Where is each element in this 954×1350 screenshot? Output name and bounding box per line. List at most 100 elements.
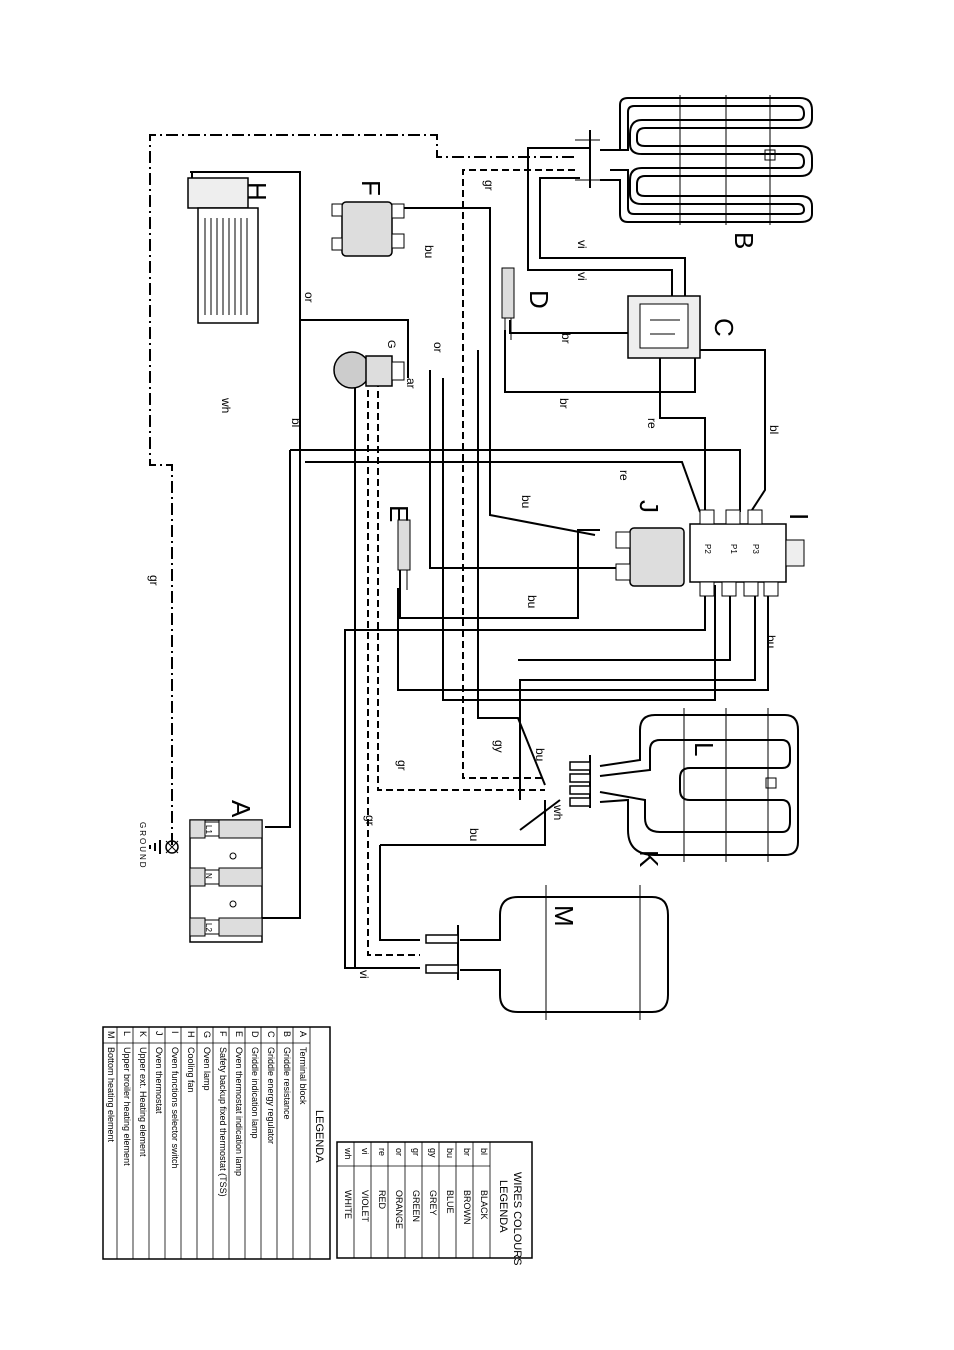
wire-label: ar (404, 378, 418, 389)
legend-code: F (218, 1031, 228, 1037)
legend-title: LEGENDA (313, 1110, 325, 1163)
wire-colour-name: BROWN (462, 1190, 472, 1225)
indication-lamp-D (501, 267, 515, 340)
wire-colours-title-2: LEGENDA (497, 1180, 509, 1233)
upper-heating-elements-KL (569, 708, 799, 862)
legend-code: L (122, 1031, 132, 1036)
switch-P3: P3 (751, 544, 760, 554)
legend-code: D (250, 1031, 260, 1038)
label-E: E (384, 505, 414, 522)
wire-label: re (617, 470, 631, 481)
wire-label: wh (551, 804, 565, 820)
terminal-L1: L1 (204, 825, 213, 834)
wire-label: gr (482, 180, 496, 191)
label-D: D (524, 290, 554, 309)
safety-thermostat-F (331, 201, 405, 257)
legend-text: Griddle resistance (282, 1047, 292, 1120)
legend-text: Griddle energy regulator (266, 1047, 276, 1144)
griddle-resistance-B (575, 95, 813, 225)
label-C: C (709, 318, 739, 337)
component-letters: A B C D E F G H I J K L M (226, 180, 814, 927)
legend-code: G (202, 1031, 212, 1038)
wire-colour-code: or (394, 1148, 404, 1156)
legend-text: Griddle indication lamp (250, 1047, 260, 1139)
label-A: A (226, 800, 256, 818)
legend-code: C (266, 1031, 276, 1038)
wire-colour-name: ORANGE (394, 1190, 404, 1229)
label-K: K (634, 850, 664, 868)
legend-text: Oven thermostat indication lamp (234, 1047, 244, 1176)
wire-colour-code: gy (428, 1148, 438, 1158)
wire-colour-name: RED (377, 1190, 387, 1210)
wire-label: bu (525, 595, 539, 608)
wire-label: or (302, 292, 316, 303)
wire-label: gr (363, 815, 377, 826)
label-H: H (242, 182, 272, 201)
switch-P1: P1 (729, 544, 738, 554)
legend-code: A (298, 1031, 308, 1037)
oven-lamp-G (333, 351, 405, 389)
energy-regulator-C (627, 295, 701, 359)
wire-label: wh (219, 397, 233, 413)
wire-label: bu (533, 748, 547, 761)
legend-code: H (186, 1031, 196, 1038)
wire-label: bu (764, 635, 778, 648)
legend-code: E (234, 1031, 244, 1037)
legend-text: Cooling fan (186, 1047, 196, 1093)
oven-thermostat-J (615, 527, 685, 587)
label-M: M (549, 905, 579, 927)
wire-label: bu (422, 245, 436, 258)
wire-colour-name: BLUE (445, 1190, 455, 1214)
legend-code: J (154, 1031, 164, 1036)
wire-colour-code: br (462, 1148, 472, 1156)
wire-colour-code: bu (445, 1148, 455, 1158)
indication-lamp-E (397, 519, 411, 590)
bottom-heating-element-M (425, 885, 669, 1020)
wire-colour-name: VIOLET (360, 1190, 370, 1223)
terminal-L2: L2 (204, 923, 213, 932)
legend-text: Terminal block (298, 1047, 308, 1105)
terminal-block-A (149, 819, 263, 943)
wire-colours-table: WIRES COLOURS LEGENDA blBLACKbrBROWNbuBL… (336, 1141, 533, 1266)
wire-colour-code: wh (343, 1147, 353, 1160)
legend-text: Safety backup fixed thermostat (TSS) (218, 1047, 228, 1197)
cooling-fan-H (187, 177, 259, 324)
small-labels: GROUND L1 N L2 P2 P1 P3 (138, 544, 760, 932)
label-J: J (634, 500, 664, 513)
switch-P2: P2 (703, 544, 712, 554)
wire-label: vi (357, 970, 371, 979)
wire-label: gr (147, 575, 161, 586)
wire-label: vi (575, 272, 589, 281)
wire-label: bl (289, 418, 303, 427)
legend-text: Oven functions selector switch (170, 1047, 180, 1169)
wire-label: bl (767, 425, 781, 434)
wire-label: br (559, 333, 573, 344)
label-F: F (356, 180, 386, 196)
wires (149, 134, 769, 969)
label-I: I (784, 513, 814, 520)
wire-colour-name: WHITE (343, 1190, 353, 1219)
wire-colour-code: re (377, 1148, 387, 1156)
wire-label: bu (519, 495, 533, 508)
legend-text: Upper broiler heating element (122, 1047, 132, 1166)
legend-text: Oven lamp (202, 1047, 212, 1091)
legend-text: Oven thermostat (154, 1047, 164, 1114)
label-B: B (729, 232, 759, 249)
wire-label: or (431, 342, 445, 353)
ground-label: GROUND (138, 822, 147, 870)
wire-label: bu (467, 828, 481, 841)
wire-colour-code: bl (479, 1148, 489, 1155)
wire-colours-title-1: WIRES COLOURS (511, 1172, 523, 1266)
wire-label: re (645, 418, 659, 429)
terminal-N: N (204, 873, 213, 879)
wire-colour-code: vi (360, 1148, 370, 1155)
selector-switch-I (689, 509, 805, 597)
legend-text: Upper ext. Heating element (138, 1047, 148, 1157)
wire-label: br (557, 398, 571, 409)
legend-code: K (138, 1031, 148, 1037)
label-L: L (689, 742, 719, 756)
wire-label: gy (492, 740, 506, 753)
wire-colour-code: gr (411, 1148, 421, 1156)
